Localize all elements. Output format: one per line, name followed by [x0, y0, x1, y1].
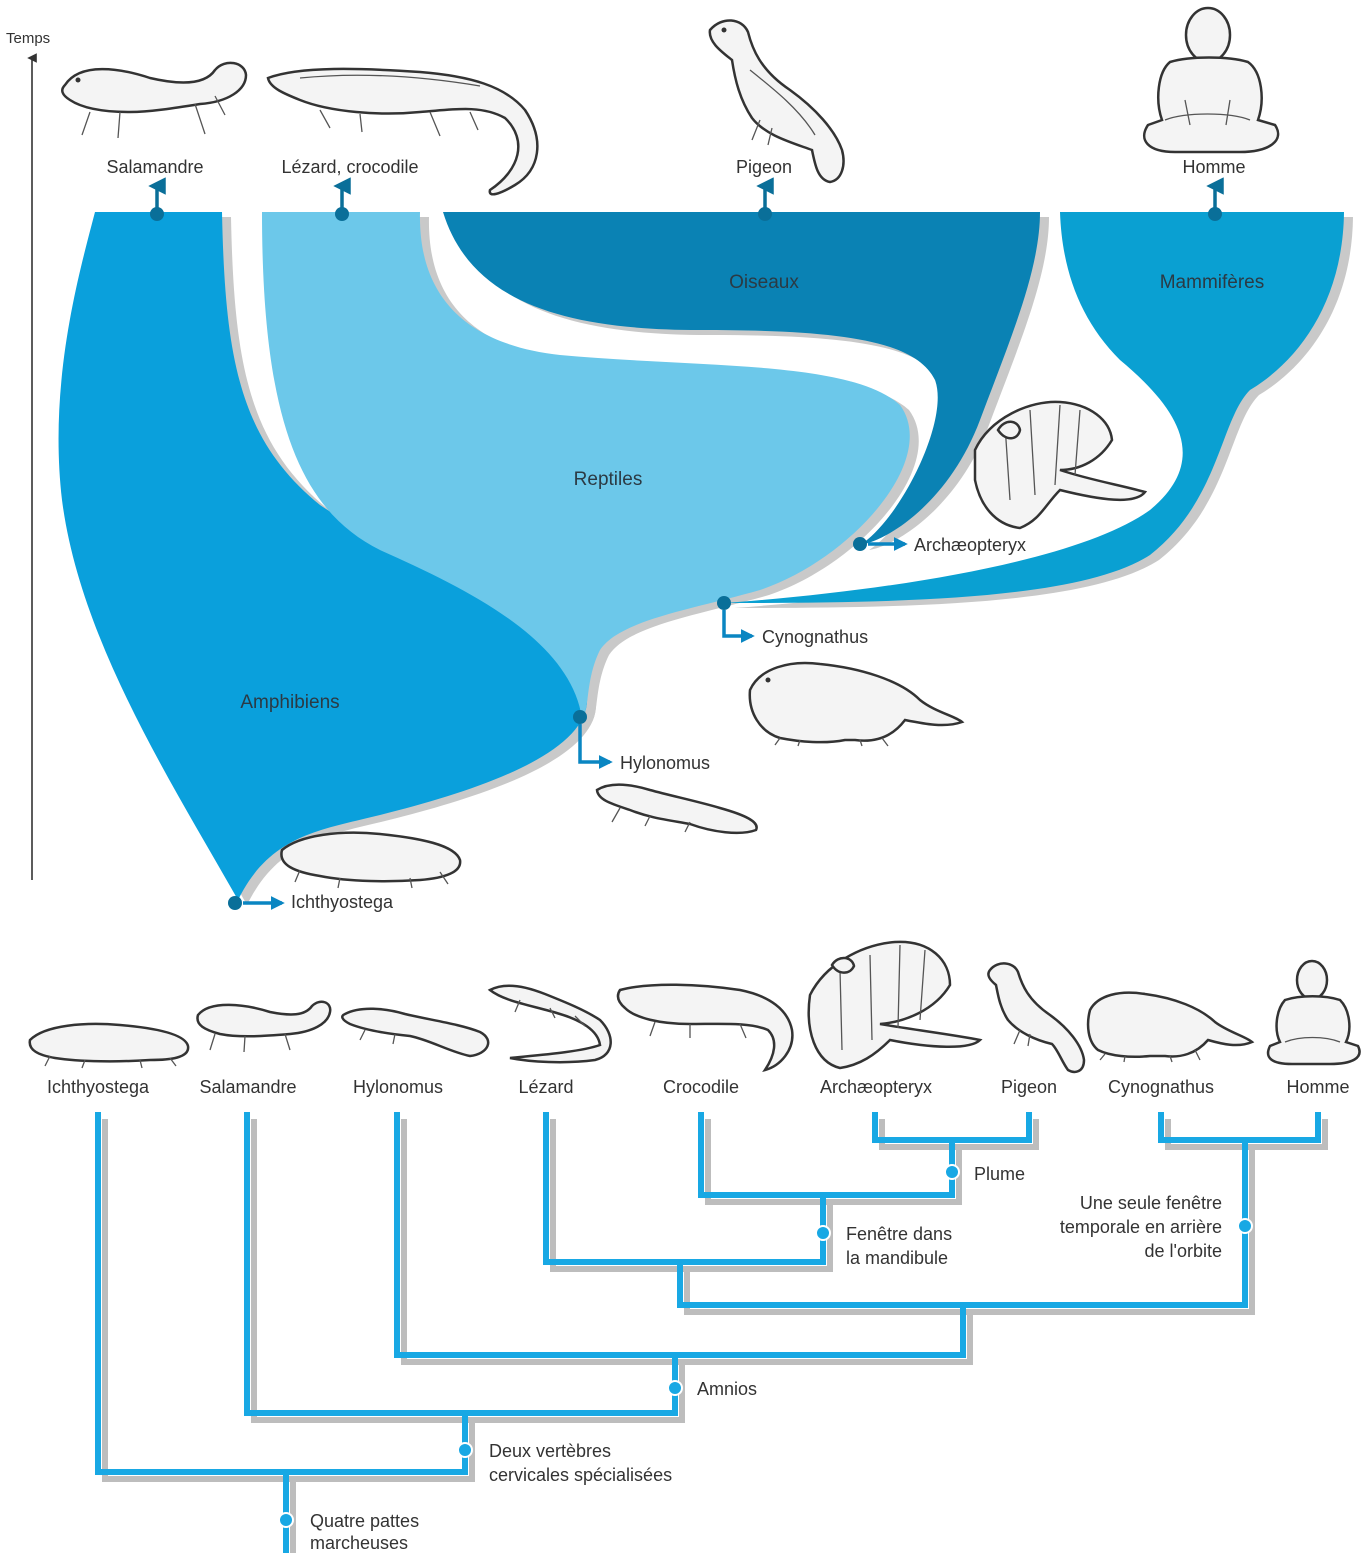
taxon-label: Pigeon [1001, 1077, 1057, 1097]
label-homme-top: Homme [1182, 157, 1245, 177]
salamandre-illustration-top [62, 63, 246, 138]
character-label-temporal-3: de l'orbite [1145, 1241, 1222, 1261]
pigeon-illustration-bottom [988, 963, 1084, 1071]
cynognathus-illustration-bottom [1088, 993, 1252, 1062]
taxon-label: Crocodile [663, 1077, 739, 1097]
node-pattes [279, 1513, 293, 1527]
character-label-temporal-2: temporale en arrière [1060, 1217, 1222, 1237]
taxon-label: Salamandre [199, 1077, 296, 1097]
group-label-mammiferes: Mammifères [1160, 272, 1265, 293]
taxon-label: Archæopteryx [820, 1077, 932, 1097]
label-cynognathus-fossil: Cynognathus [762, 627, 868, 647]
character-label-vertebres-2: cervicales spécialisées [489, 1465, 672, 1485]
character-label-amnios: Amnios [697, 1379, 757, 1399]
lezard-illustration-bottom [490, 986, 611, 1063]
character-label-fenetre-2: la mandibule [846, 1248, 948, 1268]
cynognathus-illustration-top [750, 663, 962, 746]
extant-connectors [157, 186, 1215, 212]
node-plume [945, 1165, 959, 1179]
label-lezard-crocodile-top: Lézard, crocodile [281, 157, 418, 177]
fossil-archaeopteryx-marker [853, 537, 905, 551]
ichthyostega-illustration-top [281, 833, 460, 888]
label-ichthyostega-fossil: Ichthyostega [291, 892, 394, 912]
character-label-pattes-1: Quatre pattes [310, 1511, 419, 1531]
taxon-label: Hylonomus [353, 1077, 443, 1097]
homme-illustration-top [1144, 8, 1278, 152]
node-vertebres [458, 1443, 472, 1457]
fossil-ichthyostega-marker [228, 896, 282, 910]
character-label-fenetre-1: Fenêtre dans [846, 1224, 952, 1244]
character-label-vertebres-1: Deux vertèbres [489, 1441, 611, 1461]
taxon-label: Cynognathus [1108, 1077, 1214, 1097]
character-label-plume: Plume [974, 1164, 1025, 1184]
group-label-oiseaux: Oiseaux [729, 272, 799, 293]
group-label-reptiles: Reptiles [574, 469, 643, 490]
homme-illustration-bottom [1268, 961, 1359, 1064]
character-label-pattes-2: marcheuses [310, 1533, 408, 1553]
ichthyostega-illustration-bottom [30, 1024, 188, 1068]
label-pigeon-top: Pigeon [736, 157, 792, 177]
hylonomus-illustration-top [597, 785, 757, 833]
character-label-temporal-1: Une seule fenêtre [1080, 1193, 1222, 1213]
label-salamandre-top: Salamandre [106, 157, 203, 177]
taxon-label: Homme [1286, 1077, 1349, 1097]
taxon-label: Lézard [518, 1077, 573, 1097]
time-axis-label: Temps [6, 30, 50, 47]
cladogram-taxa-labels: Ichthyostega Salamandre Hylonomus Lézard… [47, 1077, 1350, 1097]
salamandre-illustration-bottom [197, 1002, 330, 1052]
taxon-label: Ichthyostega [47, 1077, 150, 1097]
group-label-amphibiens: Amphibiens [240, 692, 339, 713]
archaeopteryx-illustration-top [975, 402, 1145, 528]
crocodile-illustration-bottom [618, 985, 792, 1070]
label-hylonomus-fossil: Hylonomus [620, 753, 710, 773]
node-amnios [668, 1381, 682, 1395]
label-archaeopteryx-fossil: Archæopteryx [914, 535, 1026, 555]
node-fenetre [816, 1226, 830, 1240]
node-temporale [1238, 1219, 1252, 1233]
archaeopteryx-illustration-bottom [809, 942, 980, 1068]
hylonomus-illustration-bottom [342, 1009, 488, 1056]
